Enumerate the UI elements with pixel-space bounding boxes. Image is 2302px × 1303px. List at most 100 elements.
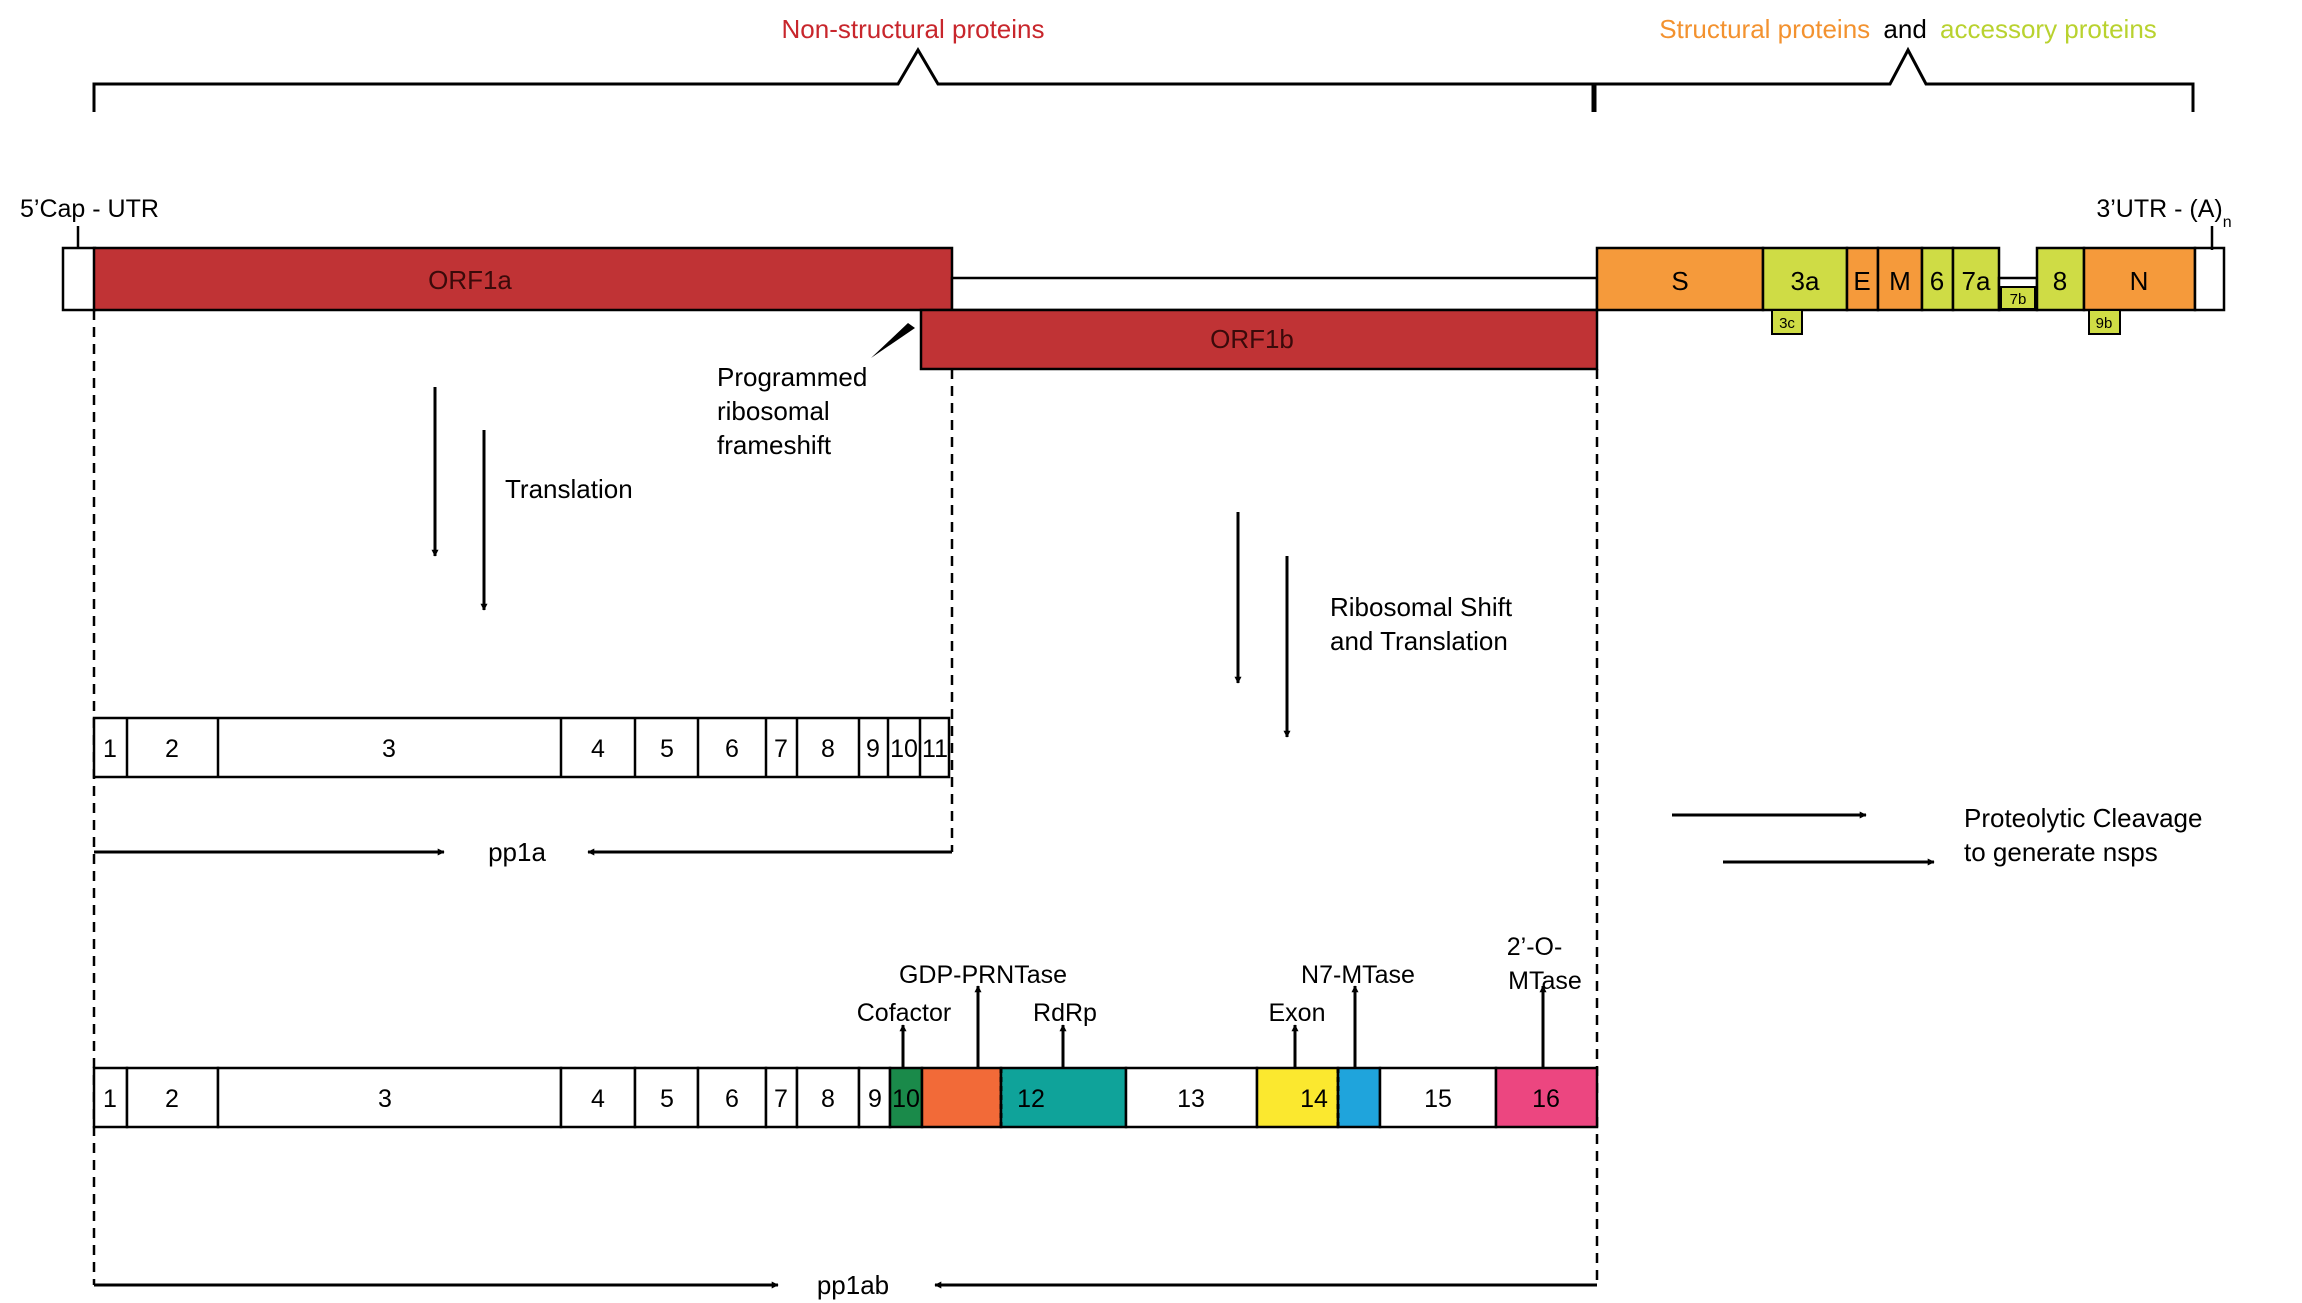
- gene-n-label: N: [2130, 266, 2149, 296]
- pp1ab-seg-5-label: 5: [660, 1085, 674, 1113]
- pp1ab-seg-1-label: 1: [103, 1085, 117, 1113]
- ribosomal-shift-arrows: [1234, 512, 1291, 738]
- pp1ab-seg-3-label: 3: [378, 1085, 392, 1113]
- nonstructural-label: Non-structural proteins: [782, 14, 1045, 44]
- pp1ab-seg-2: [125, 1066, 220, 1129]
- nonstructural-bracket: [92, 47, 1595, 112]
- three-prime-text: 3’UTR - (A): [2096, 195, 2222, 223]
- gene-3a: [1761, 246, 1849, 312]
- gene-9b-label: 9b: [2096, 315, 2113, 332]
- pp1ab-seg-3: [216, 1066, 563, 1129]
- pp1a-seg-1: 1: [103, 735, 117, 763]
- omtase-line-2: MTase: [1508, 967, 1582, 995]
- pp1a-seg-6: 6: [725, 735, 739, 763]
- ribosomal-shift-line-1: Ribosomal Shift: [1330, 592, 1513, 622]
- gene-6-label: 6: [1930, 266, 1944, 296]
- translation-label: Translation: [505, 474, 633, 504]
- pp1ab-seg-6: [696, 1066, 768, 1129]
- pp1a-seg-11: 11: [922, 735, 948, 763]
- pp1a-seg-2: 2: [165, 735, 179, 763]
- pp1ab-seg-6-label: 6: [725, 1085, 739, 1113]
- pp1ab-label: pp1ab: [817, 1270, 889, 1300]
- gene-n: [2082, 246, 2197, 312]
- pp1ab-seg-14: [1255, 1066, 1340, 1129]
- rdrp-label: RdRp: [1033, 999, 1097, 1027]
- n7-mtase-label: N7-MTase: [1301, 961, 1415, 989]
- cleavage-arrows: [1672, 811, 1935, 866]
- orf1a-continuation: [950, 276, 1599, 312]
- ribosomal-shift-label: Ribosomal Shift and Translation: [1330, 592, 1519, 656]
- pp1ab-seg-9: [857, 1066, 892, 1129]
- pp1a-seg-7: 7: [774, 735, 788, 763]
- structural-label: Structural proteins: [1659, 14, 1870, 44]
- gene-e-label: E: [1853, 266, 1870, 296]
- structural-genes: S 3a E M 6 7a 8 N 3c 7b 9b: [1595, 246, 2197, 335]
- pp1ab-seg-4-label: 4: [591, 1085, 605, 1113]
- orf1b-block: [919, 308, 1599, 371]
- gene-s-label: S: [1671, 266, 1688, 296]
- pp1ab-seg-13: [1124, 1066, 1259, 1129]
- structural-accessory-label: Structural proteins and accessory protei…: [1659, 14, 2157, 44]
- gene-3c: [1771, 309, 1803, 335]
- pp1ab-seg-2-label: 2: [165, 1085, 179, 1113]
- gene-9b: [2088, 309, 2121, 335]
- frameshift-line-1: Programmed: [717, 362, 867, 392]
- pp1ab-seg-10-label: 10: [892, 1085, 920, 1113]
- frameshift-line-3: frameshift: [717, 430, 832, 460]
- pp1ab-seg-15-label: 15: [1424, 1085, 1452, 1113]
- domain-arrows: [899, 985, 1547, 1068]
- pp1ab-seg-15: [1378, 1066, 1498, 1129]
- gene-8: [2035, 246, 2086, 312]
- omtase-label: 2’-O- MTase: [1507, 933, 1582, 995]
- pp1a-seg-5: 5: [660, 735, 674, 763]
- translation-arrows: [431, 387, 488, 611]
- pp1a-bar: 1 2 3 4 5 6 7 8 9 10 11: [92, 716, 951, 779]
- pp1ab-seg-8-label: 8: [821, 1085, 835, 1113]
- pp1a-seg-8: 8: [821, 735, 835, 763]
- pp1ab-seg-5: [633, 1066, 700, 1129]
- gene-m-label: M: [1889, 266, 1911, 296]
- pp1a-label: pp1a: [488, 837, 546, 867]
- pp1ab-seg-14b: [1336, 1066, 1382, 1129]
- orf1a-block: [92, 246, 954, 312]
- pp1a-seg-3: 3: [382, 735, 396, 763]
- pp1ab-seg-13-label: 13: [1177, 1085, 1205, 1113]
- gene-7a-label: 7a: [1962, 266, 1991, 296]
- pp1a-seg-10: 10: [890, 735, 918, 763]
- cleavage-label: Proteolytic Cleavage to generate nsps: [1964, 803, 2210, 867]
- pp1ab-seg-8: [795, 1066, 861, 1129]
- three-prime-subscript: n: [2223, 214, 2232, 231]
- pp1ab-seg-7-label: 7: [774, 1085, 788, 1113]
- pp1ab-seg-16: [1494, 1066, 1599, 1129]
- dashed-guides: [92, 310, 1599, 1285]
- cleavage-line-2: to generate nsps: [1964, 837, 2158, 867]
- pp1ab-seg-9-label: 9: [868, 1085, 882, 1113]
- cofactor-label: Cofactor: [857, 999, 951, 1027]
- gdp-prntase-label: GDP-PRNTase: [899, 961, 1067, 989]
- three-prime-utr-box: [2193, 246, 2226, 312]
- exon-label: Exon: [1269, 999, 1326, 1027]
- accessory-label: accessory proteins: [1940, 14, 2157, 44]
- gene-7b: [2000, 286, 2036, 310]
- orf1a-label: ORF1a: [428, 265, 512, 295]
- five-prime-utr-box: [61, 246, 97, 312]
- pp1ab-seg-14-label: 14: [1300, 1085, 1328, 1113]
- frameshift-label: Programmed ribosomal frameshift: [717, 362, 875, 460]
- gene-8-label: 8: [2053, 266, 2067, 296]
- three-prime-label: 3’UTR - (A)n: [2096, 195, 2231, 231]
- pp1ab-bar: 1 2 3 4 5 6 7 8 9 10 12 13 14 15 16: [92, 1066, 1599, 1129]
- frameshift-pointer: [871, 323, 915, 358]
- pp1a-seg-9: 9: [866, 735, 880, 763]
- five-prime-label: 5’Cap - UTR: [20, 195, 159, 223]
- gene-7b-label: 7b: [2010, 291, 2027, 308]
- pp1a-seg-4: 4: [591, 735, 605, 763]
- cleavage-line-1: Proteolytic Cleavage: [1964, 803, 2202, 833]
- ribosomal-shift-line-2: and Translation: [1330, 626, 1508, 656]
- pp1ab-seg-11: [920, 1066, 1003, 1129]
- gene-3c-label: 3c: [1779, 315, 1795, 332]
- gene-s: [1595, 246, 1765, 312]
- gene-3a-label: 3a: [1791, 266, 1820, 296]
- pp1ab-seg-12-label: 12: [1017, 1085, 1045, 1113]
- pp1ab-seg-4: [559, 1066, 637, 1129]
